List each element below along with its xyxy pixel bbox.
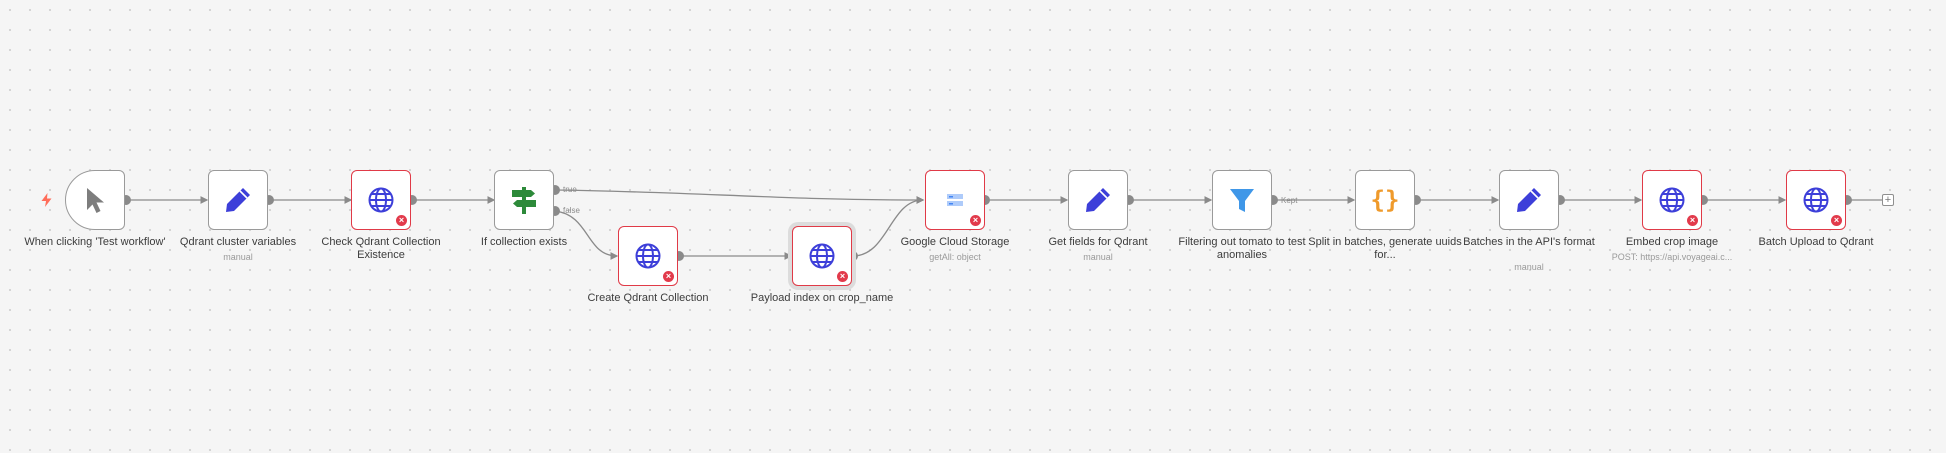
add-node-button[interactable]: + xyxy=(1882,194,1894,206)
node-sublabel: POST: https://api.voyageai.c... xyxy=(1611,252,1733,262)
node-payload-index[interactable]: × xyxy=(792,226,852,286)
node-label: Create Qdrant Collection xyxy=(587,292,709,304)
globe-icon xyxy=(809,243,835,269)
pencil-icon xyxy=(1086,188,1110,212)
node-label: Check Qdrant Collection Existence xyxy=(321,236,441,261)
edge-payload-to-gcs xyxy=(852,196,925,257)
signpost-icon xyxy=(512,187,536,214)
node-label: Split in batches, generate uuids for... xyxy=(1308,236,1462,261)
error-icon: × xyxy=(663,271,674,282)
node-sublabel: getAll: object xyxy=(929,252,981,262)
node-label: Batches in the API's format xyxy=(1463,236,1595,248)
node-get-fields-for-qdrant[interactable] xyxy=(1068,170,1128,230)
node-if-collection-exists[interactable] xyxy=(494,170,554,230)
node-label: Embed crop image xyxy=(1625,236,1719,248)
branch-true-label: true xyxy=(563,185,577,194)
error-icon: × xyxy=(837,271,848,282)
branch-false-label: false xyxy=(563,206,580,215)
trigger-bolt-icon xyxy=(41,193,52,212)
node-label: Filtering out tomato to test anomalies xyxy=(1178,236,1306,261)
node-batches-api-format[interactable] xyxy=(1499,170,1559,230)
node-qdrant-cluster-variables[interactable] xyxy=(208,170,268,230)
branch-kept-label: Kept xyxy=(1281,196,1298,205)
pencil-icon xyxy=(1517,188,1541,212)
error-icon: × xyxy=(970,215,981,226)
node-check-qdrant-collection[interactable]: × xyxy=(351,170,411,230)
storage-icon xyxy=(947,194,963,206)
node-label: Payload index on crop_name xyxy=(750,292,894,304)
node-google-cloud-storage[interactable]: × xyxy=(925,170,985,230)
edge-if-false-to-create xyxy=(554,210,619,260)
node-label: Google Cloud Storage xyxy=(900,236,1010,248)
node-label: Get fields for Qdrant xyxy=(1048,236,1148,248)
node-label: Batch Upload to Qdrant xyxy=(1758,236,1874,248)
code-braces-icon: {} xyxy=(1370,186,1400,214)
globe-icon xyxy=(1803,187,1829,213)
globe-icon xyxy=(635,243,661,269)
cursor-icon xyxy=(87,188,104,213)
error-icon: × xyxy=(396,215,407,226)
globe-icon xyxy=(368,187,394,213)
node-label: When clicking 'Test workflow' xyxy=(24,236,166,248)
error-icon: × xyxy=(1687,215,1698,226)
node-sublabel: manual xyxy=(1514,262,1544,272)
node-create-qdrant-collection[interactable]: × xyxy=(618,226,678,286)
node-sublabel: manual xyxy=(1083,252,1113,262)
node-manual-trigger[interactable] xyxy=(65,170,125,230)
node-filter-tomato[interactable] xyxy=(1212,170,1272,230)
node-label: Qdrant cluster variables xyxy=(179,236,297,248)
node-embed-crop-image[interactable]: × xyxy=(1642,170,1702,230)
node-sublabel: manual xyxy=(223,252,253,262)
node-batch-upload-qdrant[interactable]: × xyxy=(1786,170,1846,230)
pencil-icon xyxy=(226,188,250,212)
node-label: If collection exists xyxy=(480,236,568,248)
globe-icon xyxy=(1659,187,1685,213)
error-icon: × xyxy=(1831,215,1842,226)
edge-if-true-to-gcs xyxy=(554,189,925,204)
node-split-in-batches[interactable]: {} xyxy=(1355,170,1415,230)
filter-icon xyxy=(1230,189,1254,212)
